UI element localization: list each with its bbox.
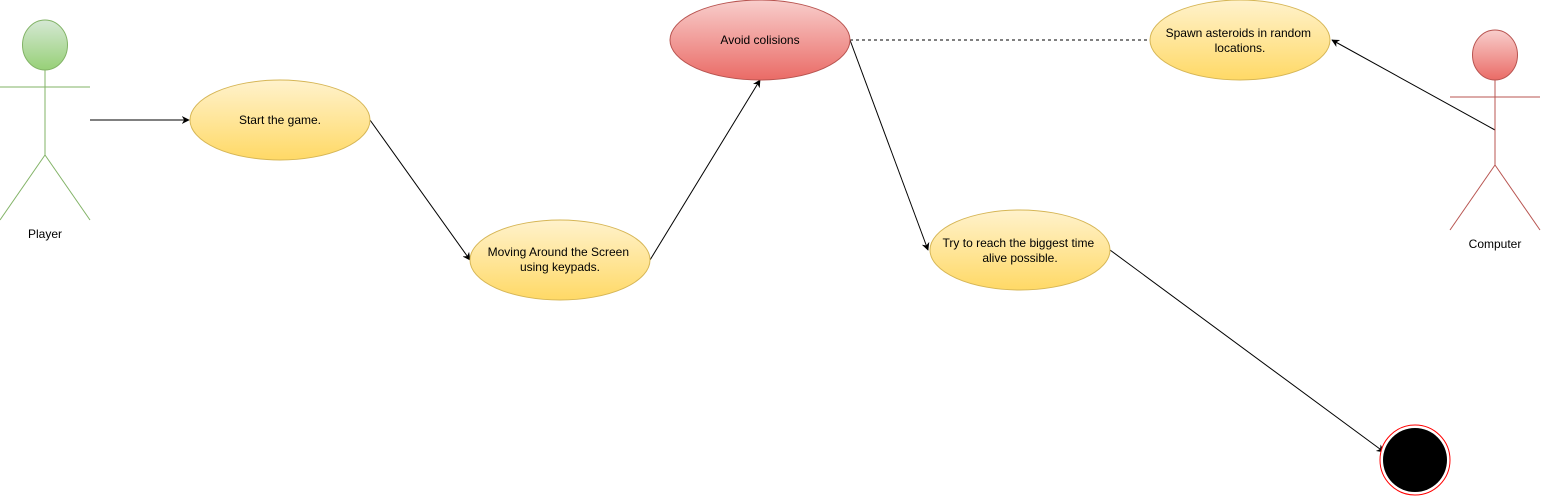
edge-computer-to-spawn	[1331, 39, 1496, 131]
usecase-spawn-asteroids-line-2: locations.	[1215, 41, 1266, 55]
usecase-spawn-asteroids-label: Spawn asteroids in random locations.	[1166, 26, 1315, 55]
edge-start-to-move	[369, 119, 471, 261]
actor-player: Player	[0, 19, 91, 241]
usecase-avoid-collisions-line-1: Avoid colisions	[720, 33, 799, 47]
actor-computer-head	[1472, 29, 1518, 81]
actor-player-head	[22, 19, 68, 71]
usecase-moving-around-line-2: using keypads.	[520, 260, 600, 274]
actor-player-label: Player	[28, 227, 62, 241]
end-node-inner-fill	[1383, 428, 1447, 492]
actor-computer-leg-left	[1449, 164, 1496, 231]
actor-player-leg-right	[44, 154, 91, 221]
usecase-moving-around: Moving Around the Screen using keypads.	[469, 219, 651, 301]
usecase-moving-around-label: Moving Around the Screen using keypads.	[488, 245, 633, 274]
actor-computer-label: Computer	[1469, 237, 1522, 251]
usecase-moving-around-line-1: Moving Around the Screen	[488, 245, 629, 259]
end-node	[1379, 424, 1451, 496]
usecase-moving-around-shape	[469, 219, 651, 301]
usecase-start-game-label: Start the game.	[239, 113, 321, 127]
usecase-reach-biggest-time-line-2: alive possible.	[982, 251, 1057, 265]
usecase-reach-biggest-time-shape	[929, 209, 1111, 291]
usecase-avoid-collisions: Avoid colisions	[669, 0, 851, 81]
usecase-start-game: Start the game.	[189, 79, 371, 161]
edge-reach-to-end	[1109, 249, 1385, 453]
usecase-spawn-asteroids-line-1: Spawn asteroids in random	[1166, 26, 1311, 40]
edge-move-to-avoid	[649, 79, 761, 261]
usecase-reach-biggest-time-line-1: Try to reach the biggest time	[943, 236, 1095, 250]
actor-computer-leg-right	[1494, 164, 1541, 231]
usecase-spawn-asteroids-shape	[1149, 0, 1331, 81]
usecase-start-game-shape	[189, 79, 371, 161]
usecase-start-game-line-1: Start the game.	[239, 113, 321, 127]
usecase-spawn-asteroids: Spawn asteroids in random locations.	[1149, 0, 1331, 81]
actor-player-leg-left	[0, 154, 46, 221]
usecase-avoid-collisions-shape	[669, 0, 851, 81]
connectors	[90, 39, 1496, 453]
actor-computer: Computer	[1449, 29, 1541, 251]
usecase-reach-biggest-time-label: Try to reach the biggest time alive poss…	[943, 236, 1098, 265]
usecase-reach-biggest-time: Try to reach the biggest time alive poss…	[929, 209, 1111, 291]
usecase-avoid-collisions-label: Avoid colisions	[720, 33, 799, 47]
edge-avoid-to-reach	[849, 39, 930, 251]
